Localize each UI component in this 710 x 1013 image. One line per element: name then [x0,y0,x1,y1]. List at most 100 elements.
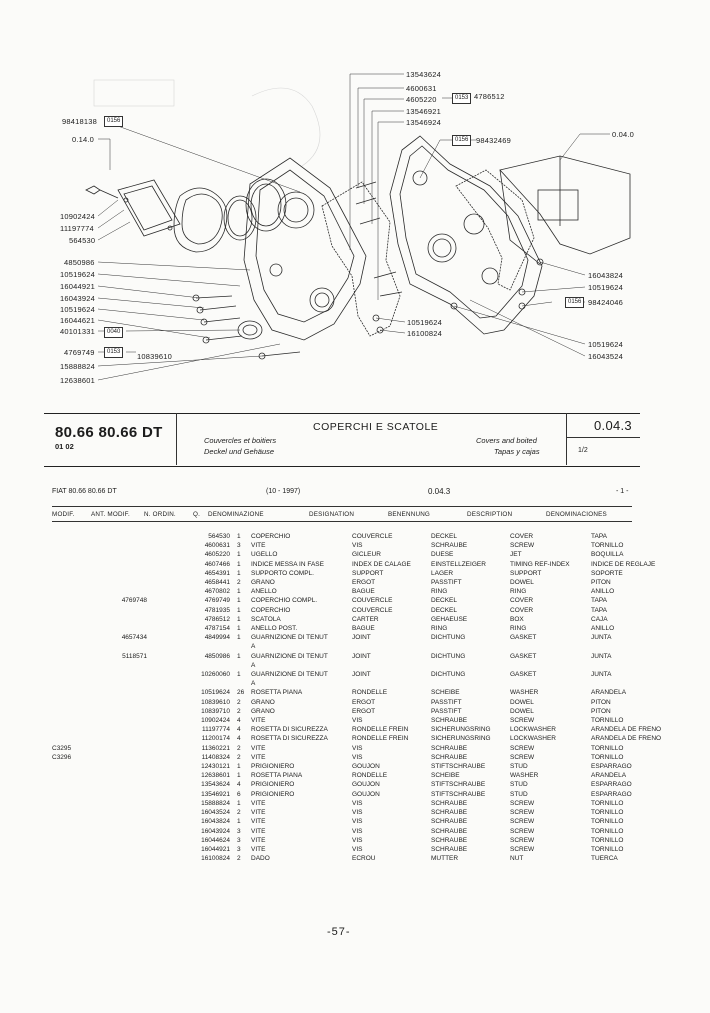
cell-denominaciones: PITON [591,579,611,587]
cell-denominazione: VITE [251,845,266,853]
seal-ring-part [245,178,287,232]
col-n-ordin: N. ORDIN. [144,511,176,518]
cell-ant-modif [92,578,150,587]
cell-ant-modif [92,790,150,799]
cell-quantity: 3 [237,845,241,853]
label-10902424: 10902424 [60,212,95,221]
cell-description: SCREW [510,753,535,761]
ref-box-0156-right: 0156 [565,297,585,308]
cell-modif: C3295 [52,744,72,752]
cell-description: DOWEL [510,707,534,715]
cell-ant-modif [92,771,150,780]
cell-denominazione: VITE [251,753,266,761]
cell-benennung: SCHRAUBE [431,717,468,725]
cell-modif [52,854,92,863]
cell-benennung: DUESE [431,551,454,559]
cell-denominazione: PRIGIONIERO [251,781,295,789]
cell-denominazione: ROSETTA DI SICUREZZA [251,726,328,734]
cell-designation: GOUJON [352,781,380,789]
label-10519624-r: 10519624 [588,283,623,292]
cell-denominazione: DADO [251,855,270,863]
col-denominazione: DENOMINAZIONE [208,511,264,518]
cell-benennung: SCHRAUBE [431,542,468,550]
cell-ant-modif [92,725,150,734]
cell-designation [352,642,431,651]
cell-benennung: MUTTER [431,855,459,863]
ref-box-0156-mid: 0156 [452,135,472,146]
cell-designation: BAGUE [352,588,375,596]
cell-designation: GOUJON [352,790,380,798]
cell-quantity: 1 [237,652,241,660]
cell-designation: JOINT [352,671,371,679]
cell-denominaciones: JUNTA [591,634,612,642]
cell-description: SCREW [510,818,535,826]
cell-modif [52,541,92,550]
cell-denominaciones: TORNILLO [591,753,624,761]
cell-quantity: 2 [237,809,241,817]
cell-part-number: 16043524 [201,809,230,817]
cell-part-number: 10839610 [201,698,230,706]
cell-denominaciones: SOPORTE [591,569,623,577]
cell-denominaciones: ARANDELA DE FRENO [591,726,662,734]
cell-benennung: DECKEL [431,533,458,540]
cell-designation: ERGOT [352,698,376,706]
cell-description: RING [510,625,527,633]
cell-benennung: RING [431,588,448,596]
cell-denominaciones: TORNILLO [591,799,624,807]
cell-quantity: 2 [237,855,241,863]
cell-denominazione: GRANO [251,579,275,587]
cell-part-number: 12430121 [201,763,230,771]
model-subcode: 01 02 [55,442,74,451]
cell-modif [52,532,92,541]
middle-gasket-part [321,181,401,337]
cell-designation: RONDELLE FREIN [352,735,409,743]
cell-description: STUD [510,763,528,771]
label-4769749: 4769749 [64,348,95,357]
ref-box-0153: 0153 [104,347,124,358]
cell-modif [52,624,92,633]
cell-modif [52,633,92,642]
cell-quantity: 2 [237,698,241,706]
cell-benennung: DECKEL [431,597,458,605]
cell-part-number: 11360221 [201,744,230,752]
cell-quantity: 4 [237,726,241,734]
cell-part-number: 4607466 [204,560,230,568]
cell-quantity [237,661,251,670]
cell-benennung: EINSTELLZEIGER [431,560,486,568]
cell-designation: VIS [352,809,363,817]
ref-box-0153-top: 0153 [452,93,472,104]
gasket-part [173,187,228,253]
cell-ant-modif [92,762,150,771]
cell-ant-modif: 5118571 [122,652,147,660]
cell-benennung: SCHRAUBE [431,818,468,826]
cell-ant-modif [92,716,150,725]
cell-denominaciones: ESPARRAGO [591,763,632,771]
cell-description: TIMING REF-INDEX [510,560,570,568]
cell-denominazione: VITE [251,827,266,835]
cell-description: COVER [510,533,534,540]
cell-quantity: 3 [237,827,241,835]
cell-part-number: 4769749 [204,597,230,605]
cell-denominaciones: ARANDELA [591,772,627,780]
cell-ant-modif [92,707,150,716]
cell-ant-modif [92,670,150,679]
cell-denominazione: GUARNIZIONE DI TENUT [251,652,328,660]
label-98432469: 98432469 [476,136,511,145]
cell-denominazione: A [251,661,256,669]
cell-designation: RONDELLE [352,689,388,697]
timing-case-part [389,135,543,335]
cell-modif [52,808,92,817]
section-title: COPERCHI E SCATOLE [313,421,439,433]
cell-modif [52,698,92,707]
bolt-part [85,185,101,195]
cell-denominaciones: ANILLO [591,588,615,596]
cell-modif [52,652,92,661]
cell-benennung: SCHEIBE [431,689,460,697]
